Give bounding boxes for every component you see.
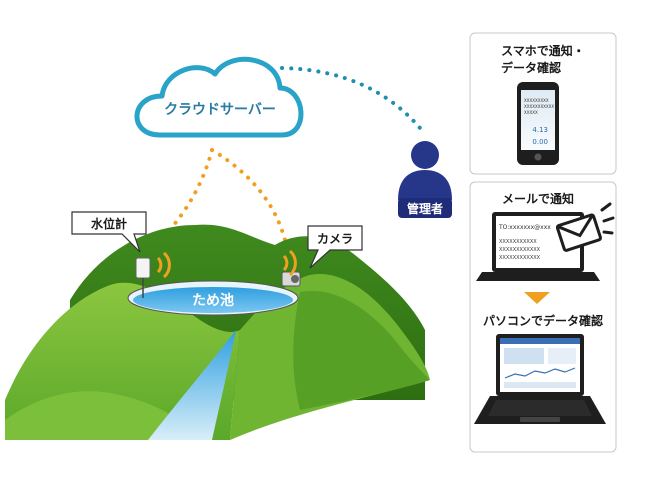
laptop-data-icon [474, 334, 606, 424]
camera-callout: カメラ [307, 225, 363, 269]
mail-title: メールで通知 [502, 191, 574, 206]
cloud-server: クラウドサーバー [134, 56, 304, 138]
smartphone-panel: スマホで通知・ データ確認 XXXXXXXXX XXXXXXXXXXX XXXX… [469, 32, 617, 175]
mail-to-line: TO:xxxxxxx@xxx [498, 224, 551, 231]
sensor-to-cloud-links [166, 148, 287, 242]
motion-lines [600, 202, 615, 235]
mail-body-line1: XXXXXXXXXXX [499, 239, 537, 245]
cloud-to-manager-link [280, 66, 422, 130]
mail-body-line3: XXXXXXXXXXXX [499, 255, 541, 261]
mail-pc-panel: メールで通知 TO:xxxxxxx@xxx XXXXXXXXXXX XXXXXX… [469, 181, 617, 453]
river [148, 330, 236, 440]
phone-screen-line3: XXXXX [524, 110, 538, 115]
cloud-label: クラウドサーバー [164, 102, 276, 118]
phone-screen-line2: XXXXXXXXXXX [524, 104, 554, 109]
camera-device [281, 249, 301, 287]
phone-screen-value2: 0.00 [532, 138, 548, 146]
manager-label: 管理者 [407, 201, 443, 216]
envelope-icon [555, 213, 603, 252]
smartphone-title-line1: スマホで通知・ [501, 43, 585, 58]
phone-screen-value1: 4.13 [532, 126, 548, 134]
smartphone-title-line2: データ確認 [501, 60, 561, 75]
water-level-sensor [135, 251, 171, 298]
manager-person-icon: 管理者 [398, 141, 452, 218]
camera-label: カメラ [317, 232, 353, 246]
phone-screen-line1: XXXXXXXXX [524, 98, 549, 103]
pc-title: パソコンでデータ確認 [483, 313, 603, 328]
pond-label: ため池 [192, 292, 234, 309]
down-arrow-icon [524, 292, 550, 304]
pond: ため池 [127, 280, 299, 316]
water-level-label: 水位計 [91, 216, 127, 231]
mail-body-line2: XXXXXXXXXXXX [499, 247, 541, 253]
water-level-callout: 水位計 [71, 211, 147, 253]
